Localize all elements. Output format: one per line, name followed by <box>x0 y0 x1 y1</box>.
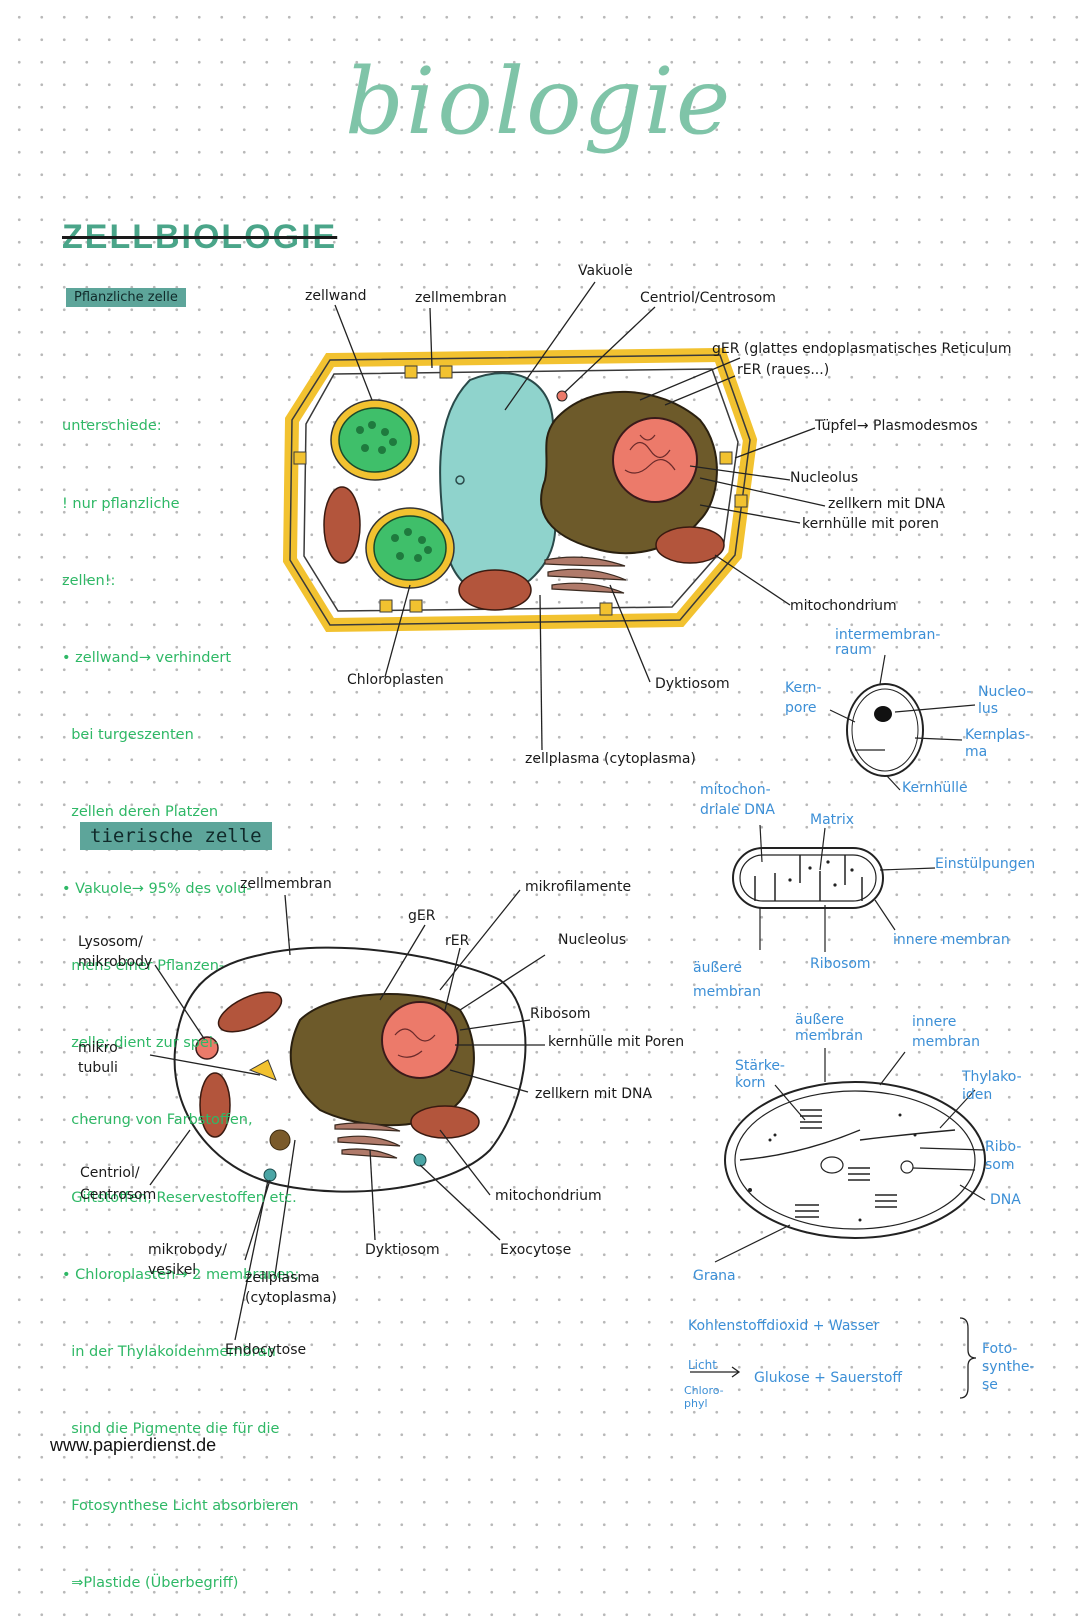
note-line: zellen deren Platzen <box>62 803 219 820</box>
label-mitochondrium: mitochondrium <box>790 598 897 614</box>
animal-cell-membrane <box>173 946 527 1193</box>
nucleus-detail-diagram <box>829 654 976 791</box>
note-line: ! nur pflanzliche <box>62 495 180 512</box>
label-mikrotubuli: mikro- tubuli <box>78 1040 123 1076</box>
label-mikrofilamente: mikrofilamente <box>525 879 632 895</box>
chloroplast-detail-diagram <box>714 1048 986 1263</box>
plant-vakuole <box>439 372 557 596</box>
label-thylakoide: Thylako- iden <box>962 1069 1022 1103</box>
tag-tierische-zelle: tierische zelle <box>80 822 272 850</box>
label-innere-membran-chloro: innere membran <box>912 1014 980 1050</box>
label-zellmembran-tier: zellmembran <box>240 876 332 892</box>
label-vakuole: Vakuole <box>578 263 633 279</box>
note-line: Fotosynthese Licht absorbieren <box>62 1497 299 1514</box>
label-innere-membran-mito: innere membran <box>893 932 1010 948</box>
label-lysosom: Lysosom/ mikrobody <box>78 934 153 970</box>
note-line: mens einer Pflanzen- <box>62 958 225 975</box>
label-ribosom-tier: Ribosom <box>530 1006 591 1022</box>
note-line: sind die Pigmente die für die <box>62 1420 280 1437</box>
label-nucleolus-tier: Nucleolus <box>558 932 627 948</box>
plant-mitochondrium-3 <box>655 526 725 564</box>
note-line: unterschiede: <box>62 418 162 435</box>
note-line: cherung von Farbstoffen, <box>62 1112 253 1129</box>
tag-pflanzliche-zelle: Pflanzliche zelle <box>66 288 186 307</box>
label-zellplasma-tier: zellplasma (cytoplasma) <box>245 1270 337 1306</box>
section-heading: ZELLBIOLOGIE <box>62 218 338 256</box>
label-ribosom-mito: Ribosom <box>810 956 871 972</box>
note-line: in der Thylakoidenmembran <box>62 1343 276 1360</box>
label-tuepfel: Tüpfel→ Plasmodesmos <box>815 418 978 434</box>
plant-mitochondrium-1 <box>323 486 361 564</box>
label-kernhuelle: kernhülle mit poren <box>802 516 940 532</box>
label-kernpore: Kern- pore <box>785 680 822 716</box>
label-grana: Grana <box>693 1268 736 1284</box>
label-nucleolus: Nucleolus <box>790 470 859 486</box>
photosynthesis-licht: Licht <box>688 1358 717 1372</box>
label-zellkern-tier: zellkern mit DNA <box>535 1086 653 1102</box>
photosynthesis-chlorophyl: Chloro- phyl <box>684 1384 724 1410</box>
label-kernplasma: Kernplas- ma <box>965 727 1031 760</box>
label-exocytose: Exocytose <box>500 1242 572 1258</box>
label-staerkekorn: Stärke- korn <box>735 1058 785 1091</box>
diagram-canvas <box>149 281 986 1399</box>
label-dyktiosom-tier: Dyktiosom <box>365 1242 440 1258</box>
note-line: bei turgeszenten <box>62 726 194 743</box>
note-line: • zellwand→ verhindert <box>62 649 232 666</box>
footer-url: www.papierdienst.de <box>50 1435 217 1455</box>
label-dyktiosom: Dyktiosom <box>655 676 730 692</box>
note-line: zelle; dient zur spei- <box>62 1035 219 1052</box>
plant-cell-diagram <box>282 281 826 751</box>
label-rer: rER (raues...) <box>737 362 830 378</box>
label-ger: gER (glattes endoplasmatisches Reticulum <box>712 341 1012 357</box>
label-zellkern: zellkern mit DNA <box>828 496 946 512</box>
photosynthesis-label: Foto- synthe- se <box>982 1341 1035 1393</box>
plant-nucleus <box>612 417 698 503</box>
label-zellwand: zellwand <box>305 288 367 304</box>
label-aeussere-membran-chloro: äußere membran <box>795 1012 863 1044</box>
label-matrix: Matrix <box>810 812 855 828</box>
plant-dyktiosom <box>544 556 627 594</box>
label-kernhuelle-detail: Kernhülle <box>902 780 968 796</box>
label-intermembranraum: intermembran- raum <box>835 627 941 658</box>
note-line: zellen!: <box>62 572 116 589</box>
notes-unterschiede: unterschiede: ! nur pflanzliche zellen!:… <box>62 363 299 1622</box>
label-ger-tier: gER <box>408 908 436 924</box>
label-einstuelpungen: Einstülpungen <box>935 856 1036 872</box>
label-ribosom-chloro: Ribo- som <box>985 1139 1022 1173</box>
label-centriol-tier: Centriol/ Centrosom <box>80 1165 157 1203</box>
photosynthesis-products: Glukose + Sauerstoff <box>754 1370 903 1386</box>
label-endocytose: Endocytose <box>225 1342 307 1358</box>
label-mito-dna: mitochon- driale DNA <box>700 782 775 818</box>
label-aeussere-membran-mito: äußere membran <box>693 960 761 1000</box>
note-line: ⇒Plastide (Überbegriff) <box>62 1575 239 1592</box>
label-zellplasma: zellplasma (cytoplasma) <box>525 751 696 767</box>
label-zellmembran: zellmembran <box>415 290 507 306</box>
label-mitochondrium-tier: mitochondrium <box>495 1188 602 1204</box>
label-rer-tier: rER <box>445 933 470 949</box>
photosynthesis-reactants: Kohlenstoffdioxid + Wasser <box>688 1318 880 1334</box>
label-centriol: Centriol/Centrosom <box>640 290 776 306</box>
note-line: • Vakuole→ 95% des volu- <box>62 881 252 898</box>
page-title: biologie <box>345 48 733 155</box>
note-line: • Chloroplasten→ 2 membranen; <box>62 1266 300 1283</box>
label-kernhuelle-tier: kernhülle mit Poren <box>548 1034 685 1050</box>
label-mikrobody-vesikel: mikrobody/ vesikel <box>148 1242 227 1278</box>
label-chloroplasten: Chloroplasten <box>347 672 444 688</box>
photosynthesis-bracket <box>690 1317 977 1399</box>
label-nucleolus-detail: Nucleo- lus <box>978 684 1032 717</box>
label-dna-chloro: DNA <box>990 1192 1021 1208</box>
mitochondrium-detail-diagram <box>732 824 936 952</box>
animal-cell-diagram <box>149 889 546 1341</box>
note-line: Giftstoffen, Reservestoffen etc. <box>62 1189 297 1206</box>
plant-mitochondrium-2 <box>458 569 532 611</box>
